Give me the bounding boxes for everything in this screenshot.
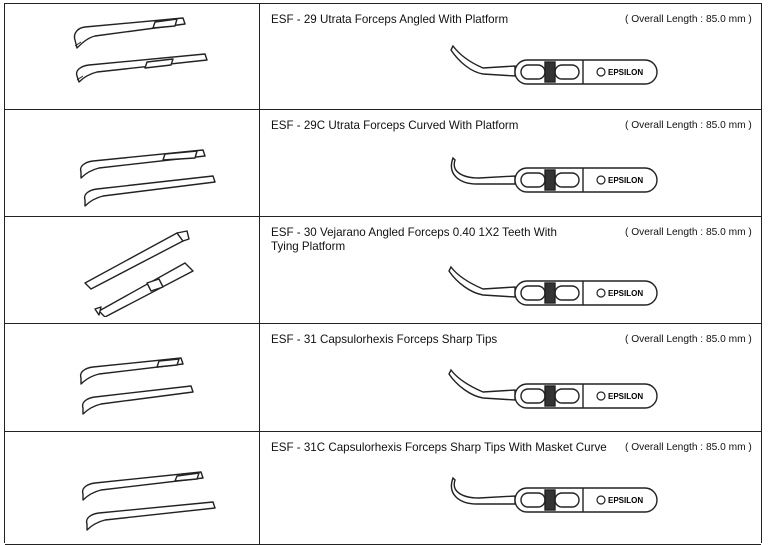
column-divider (259, 324, 260, 432)
column-divider (259, 432, 260, 544)
product-catalog-table: ESF - 29 Utrata Forceps Angled With Plat… (4, 3, 762, 545)
forceps-closeup-image (73, 17, 208, 83)
brand-label: EPSILON (608, 496, 643, 505)
brand-label: EPSILON (608, 176, 643, 185)
product-title: ESF - 31C Capsulorhexis Forceps Sharp Ti… (271, 441, 607, 454)
forceps-closeup-image (79, 149, 216, 207)
forceps-closeup-image (79, 357, 194, 415)
product-row-esf-31c: ESF - 31C Capsulorhexis Forceps Sharp Ti… (5, 431, 761, 545)
column-divider (259, 217, 260, 324)
forceps-instrument-drawing: EPSILON (450, 44, 658, 85)
brand-label: EPSILON (608, 289, 643, 298)
overall-length-label: ( Overall Length : 85.0 mm ) (625, 120, 752, 131)
product-row-esf-31: ESF - 31 Capsulorhexis Forceps Sharp Tip… (5, 323, 761, 432)
overall-length-label: ( Overall Length : 85.0 mm ) (625, 227, 752, 238)
forceps-closeup-image (81, 471, 216, 531)
forceps-instrument-drawing: EPSILON (450, 156, 658, 193)
product-row-esf-29: ESF - 29 Utrata Forceps Angled With Plat… (5, 3, 761, 110)
overall-length-label: ( Overall Length : 85.0 mm ) (625, 14, 752, 25)
forceps-instrument-drawing: EPSILON (448, 265, 658, 306)
forceps-closeup-image (84, 230, 194, 317)
forceps-instrument-drawing: EPSILON (450, 476, 658, 513)
brand-label: EPSILON (608, 392, 643, 401)
product-title: ESF - 30 Vejarano Angled Forceps 0.40 1X… (271, 226, 557, 253)
product-row-esf-29c: ESF - 29C Utrata Forceps Curved With Pla… (5, 109, 761, 217)
product-title: ESF - 31 Capsulorhexis Forceps Sharp Tip… (271, 333, 498, 346)
product-title: ESF - 29 Utrata Forceps Angled With Plat… (271, 13, 509, 26)
overall-length-label: ( Overall Length : 85.0 mm ) (625, 334, 752, 345)
forceps-instrument-drawing: EPSILON (448, 368, 658, 409)
column-divider (259, 110, 260, 217)
brand-label: EPSILON (608, 68, 643, 77)
product-row-esf-30: ESF - 30 Vejarano Angled Forceps 0.40 1X… (5, 216, 761, 324)
product-title: ESF - 29C Utrata Forceps Curved With Pla… (271, 119, 519, 132)
column-divider (259, 4, 260, 110)
overall-length-label: ( Overall Length : 85.0 mm ) (625, 442, 752, 453)
